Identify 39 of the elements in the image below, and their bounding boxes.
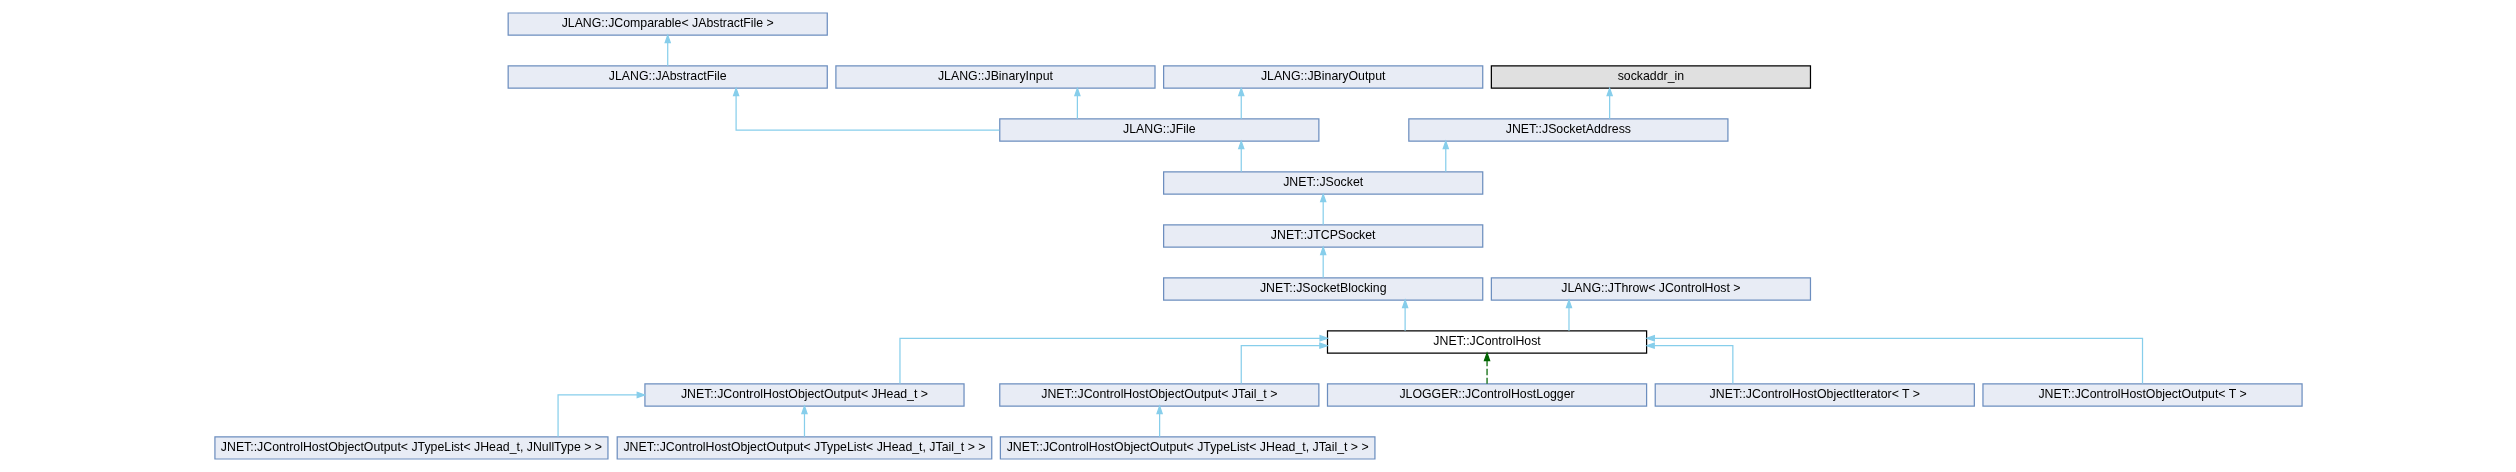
arrow (1319, 245, 1327, 279)
node-box: JNET::JSocket (1162, 171, 1483, 195)
node-box: JLOGGER::JControlHostLogger (1326, 383, 1647, 407)
node-box: JNET::JSocketAddress (1407, 118, 1729, 142)
node-box: JNET::JControlHostObjectOutput< JTypeList< JHead_t, JNullType > > (213, 436, 609, 460)
node-box: JNET::JControlHostObjectOutput< JTail_t > (998, 383, 1319, 407)
arrow (1401, 298, 1409, 332)
node-box: JNET::JSocketBlocking (1162, 277, 1483, 301)
node-box: JNET::JControlHostObjectOutput< JTypeList< JHead_t, JTail_t > > (616, 436, 992, 460)
arrow (1644, 342, 1733, 385)
arrow (556, 391, 646, 438)
arrow (898, 334, 1329, 385)
node-box: JLANG::JAbstractFile (507, 65, 828, 89)
arrow (1155, 404, 1163, 438)
arrow (1605, 86, 1613, 120)
arrow (1565, 298, 1572, 332)
node-box: JNET::JTCPSocket (1162, 224, 1483, 248)
node-box: JLANG::JBinaryOutput (1162, 65, 1483, 89)
node-box: JNET::JControlHost (1326, 330, 1647, 354)
node-box: JNET::JControlHostObjectOutput< JHead_t > (643, 383, 965, 407)
node-box: JLANG::JThrow< JControlHost > (1490, 277, 1811, 301)
node-box: JNET::JControlHostObjectOutput< T > (1981, 383, 2303, 407)
arrow (1237, 139, 1245, 173)
arrow (1073, 86, 1081, 120)
node-box: JNET::JControlHostObjectOutput< JTypeList< JHead_t, JTail_t > > (999, 436, 1376, 460)
node-box: JNET::JControlHostObjectIterator< T > (1654, 383, 1975, 407)
node-box: JLANG::JComparable< JAbstractFile > (507, 12, 828, 36)
arrow (1319, 192, 1327, 226)
node-box: sockaddr_in (1490, 65, 1811, 89)
arrow (1483, 351, 1490, 385)
arrow (1644, 334, 2143, 385)
arrow (800, 404, 808, 438)
arrow (1240, 342, 1329, 385)
node-box: JLANG::JBinaryInput (834, 65, 1156, 89)
arrow (732, 86, 1000, 131)
arrow (1441, 139, 1449, 173)
node-box: JLANG::JFile (998, 118, 1319, 142)
arrow (1237, 86, 1245, 120)
arrow (663, 33, 671, 67)
